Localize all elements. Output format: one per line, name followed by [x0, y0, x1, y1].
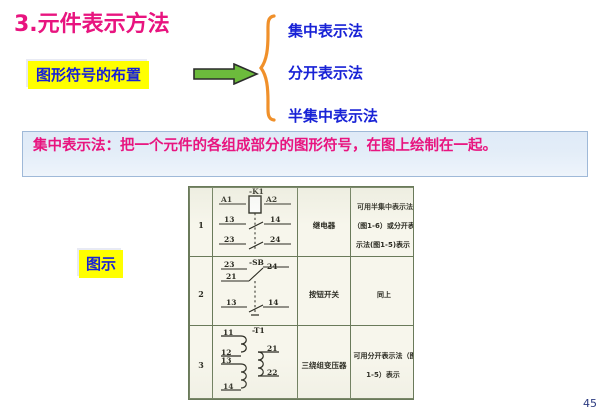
page-number: 45: [583, 397, 597, 410]
svg-text:11: 11: [223, 328, 233, 337]
definition-text: 集中表示法：把一个元件的各组成部分的图形符号，在图上绘制在一起。: [33, 137, 497, 154]
symbol-cell-transformer: 11 -T1 12 13 14 21 22: [212, 325, 298, 399]
table-row: 2: [189, 256, 413, 326]
svg-text:A1: A1: [220, 195, 232, 204]
svg-text:13: 13: [226, 298, 236, 307]
device-note-cell: 可用半集中表示法（图1-6）或分开表示法(图1-5)表示: [350, 187, 414, 257]
svg-text:14: 14: [270, 215, 280, 224]
row-number: 3: [198, 359, 204, 370]
title-number: 3.: [14, 12, 38, 37]
device-note: 同上: [377, 290, 391, 299]
svg-text:14: 14: [223, 382, 233, 391]
symbol-cell-relay: A1 A2 -K1 13 14 23 24: [212, 187, 298, 257]
pushbutton-symbol-icon: 23 -SB 24 21 13 14: [213, 257, 297, 325]
device-name: 按钮开关: [309, 289, 339, 299]
svg-text:A2: A2: [265, 195, 277, 204]
svg-text:23: 23: [224, 260, 234, 269]
row-number-cell: 3: [189, 325, 213, 399]
row-number-cell: 1: [189, 187, 213, 257]
svg-text:21: 21: [267, 344, 277, 353]
branch-item-semi-centralized: 半集中表示法: [288, 107, 379, 125]
device-note: 可用半集中表示法（图1-6）或分开表示法(图1-5)表示: [353, 202, 414, 249]
svg-text:13: 13: [221, 356, 231, 365]
device-name-cell: 按钮开关: [297, 256, 351, 326]
branch-item-separated: 分开表示法: [288, 64, 364, 82]
device-name-cell: 三绕组变压器: [297, 325, 351, 399]
device-name: 继电器: [312, 220, 336, 230]
device-note: 可用分开表示法（图1-5）表示: [353, 352, 414, 379]
row-number: 1: [198, 219, 204, 230]
diagram-label-highlight: 图示: [79, 250, 124, 278]
device-name: 三绕组变压器: [301, 360, 347, 370]
svg-text:22: 22: [267, 368, 277, 377]
page-title: 3.元件表示方法: [14, 6, 170, 38]
symbol-cell-pushbutton: 23 -SB 24 21 13 14: [212, 256, 298, 326]
svg-text:24: 24: [267, 262, 277, 271]
svg-text:-T1: -T1: [252, 326, 265, 335]
svg-text:12: 12: [221, 348, 231, 357]
svg-text:14: 14: [268, 298, 278, 307]
title-text: 元件表示方法: [37, 11, 170, 37]
symbol-table-figure: 1: [188, 186, 414, 400]
svg-text:24: 24: [270, 235, 280, 244]
symbol-table: 1: [189, 187, 414, 399]
row-number: 2: [198, 288, 204, 299]
svg-text:-SB: -SB: [249, 258, 264, 267]
svg-text:23: 23: [224, 235, 234, 244]
device-name-cell: 继电器: [297, 187, 351, 257]
row-number-cell: 2: [189, 256, 213, 326]
device-note-cell: 可用分开表示法（图1-5）表示: [350, 325, 414, 399]
svg-text:-K1: -K1: [249, 188, 264, 196]
definition-box: 集中表示法：把一个元件的各组成部分的图形符号，在图上绘制在一起。: [22, 131, 588, 177]
svg-text:21: 21: [226, 272, 236, 281]
table-row: 3: [189, 325, 414, 399]
relay-symbol-icon: A1 A2 -K1 13 14 23 24: [213, 188, 297, 256]
green-arrow-icon: [193, 62, 260, 86]
branch-item-centralized: 集中表示法: [288, 22, 364, 40]
orange-brace-icon: [258, 14, 280, 122]
transformer-symbol-icon: 11 -T1 12 13 14 21 22: [213, 326, 297, 398]
table-row: 1: [189, 187, 414, 257]
svg-text:13: 13: [224, 215, 234, 224]
layout-label-highlight: 图形符号的布置: [28, 61, 150, 89]
device-note-cell: 同上: [350, 256, 413, 326]
